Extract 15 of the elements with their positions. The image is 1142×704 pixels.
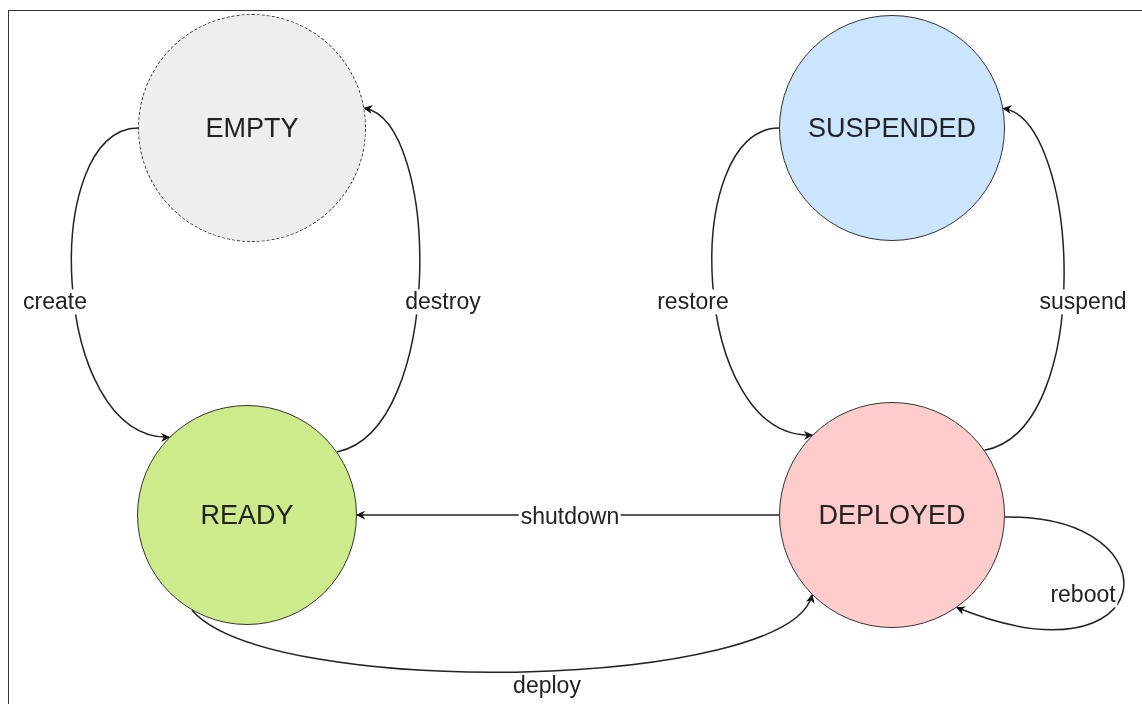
- self-loop-arrow: [955, 516, 1124, 631]
- transition-arrow: [983, 107, 1065, 451]
- state-name: READY: [200, 499, 294, 531]
- transition-arrow: [191, 594, 813, 673]
- transition-arrow: [711, 127, 813, 439]
- edge-label: restore: [655, 289, 731, 315]
- state-name: DEPLOYED: [818, 499, 966, 531]
- transition-arrow: [71, 127, 171, 441]
- edge-label: destroy: [403, 289, 483, 315]
- transition-arrow: [336, 107, 421, 453]
- edge-label: suspend: [1037, 289, 1129, 315]
- state-name: SUSPENDED: [807, 112, 976, 144]
- state-name: EMPTY: [205, 112, 299, 144]
- edge-label: deploy: [511, 673, 583, 699]
- edge-label: create: [21, 289, 89, 315]
